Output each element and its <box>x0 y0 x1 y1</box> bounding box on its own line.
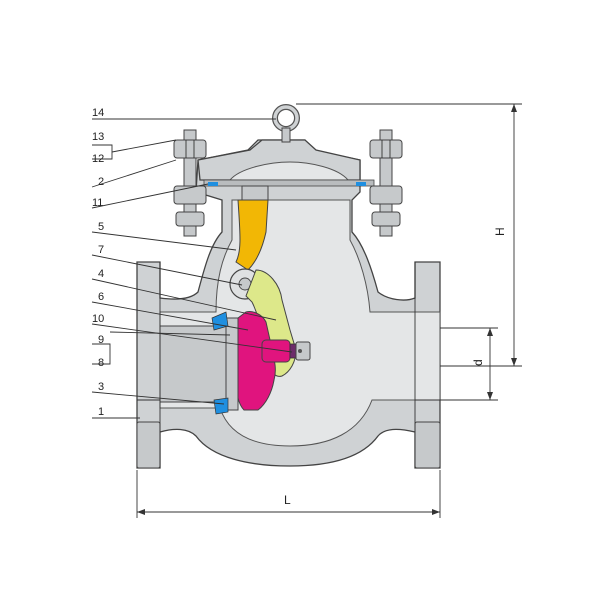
dimension-L <box>136 470 441 518</box>
eye-bolt <box>272 104 300 143</box>
bonnet <box>197 139 375 187</box>
disc <box>235 311 276 411</box>
dimension-d-label: d <box>471 359 485 366</box>
gasket <box>203 179 375 187</box>
hanger <box>235 185 269 271</box>
label-13: 13 <box>92 131 104 143</box>
dimension-H-label: H <box>493 227 507 236</box>
inlet-bore <box>159 325 227 403</box>
label-11: 11 <box>92 197 103 209</box>
label-9: 9 <box>98 334 104 346</box>
leader-lines <box>91 118 293 419</box>
gasket-seal-right <box>356 182 366 186</box>
dimension-L-label: L <box>284 493 291 507</box>
label-12: 12 <box>92 153 104 165</box>
right-stud-nut <box>369 129 403 237</box>
label-14: 14 <box>92 107 104 119</box>
label-6: 6 <box>98 291 104 303</box>
left-flange-lug <box>136 421 161 469</box>
right-flange-lug <box>414 421 441 469</box>
label-10: 10 <box>92 313 104 325</box>
gasket-seal-left <box>208 182 218 186</box>
label-3: 3 <box>98 381 104 393</box>
disc-nut <box>289 341 311 361</box>
label-7: 7 <box>98 244 104 256</box>
left-stud-nut <box>173 129 207 237</box>
label-2: 2 <box>98 176 104 188</box>
label-4: 4 <box>98 268 104 280</box>
label-1: 1 <box>98 406 104 418</box>
label-5: 5 <box>98 221 104 233</box>
dimension-d <box>440 327 498 401</box>
seat-seal-bottom <box>213 397 229 415</box>
label-8: 8 <box>98 357 104 369</box>
dimension-H <box>296 103 522 367</box>
